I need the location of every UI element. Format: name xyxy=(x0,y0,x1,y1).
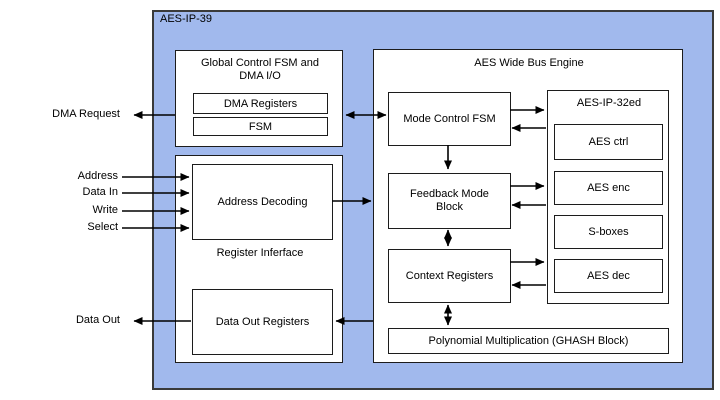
address-decoding-box: Address Decoding xyxy=(192,164,333,240)
data-out-registers-box: Data Out Registers xyxy=(192,289,333,355)
aes-ip-32ed-container: AES-IP-32ed AES ctrl AES enc S-boxes AES… xyxy=(547,90,669,304)
aes-ctrl-box: AES ctrl xyxy=(554,124,663,160)
register-interface-label: Register Inferface xyxy=(216,247,304,259)
data-out-label: Data Out xyxy=(75,314,120,326)
data-in-label: Data In xyxy=(82,186,118,198)
mode-control-fsm-box: Mode Control FSM xyxy=(388,92,511,146)
aes-wide-bus-engine-container: AES Wide Bus Engine Mode Control FSM Fee… xyxy=(373,49,683,363)
polynomial-multiplication-box: Polynomial Multiplication (GHASH Block) xyxy=(388,328,669,354)
aes-ip-39-label: AES-IP-39 xyxy=(160,13,212,25)
write-label: Write xyxy=(92,204,118,216)
dma-registers-box: DMA Registers xyxy=(193,93,328,114)
aes-enc-box: AES enc xyxy=(554,171,663,205)
context-registers-box: Context Registers xyxy=(388,249,511,303)
aes-wide-bus-engine-title: AES Wide Bus Engine xyxy=(474,57,584,69)
global-control-block: Global Control FSM and DMA I/O DMA Regis… xyxy=(175,50,343,147)
feedback-mode-block-box: Feedback Mode Block xyxy=(388,173,511,229)
dma-request-label: DMA Request xyxy=(52,108,120,120)
aes-dec-box: AES dec xyxy=(554,259,663,293)
address-label: Address xyxy=(77,170,118,182)
global-control-title: Global Control FSM and DMA I/O xyxy=(201,57,319,82)
s-boxes-box: S-boxes xyxy=(554,215,663,249)
aes-ip-32ed-title: AES-IP-32ed xyxy=(576,97,642,109)
select-label: Select xyxy=(87,221,118,233)
register-interface-container: Address Decoding Register Inferface Data… xyxy=(175,155,343,363)
fsm-box: FSM xyxy=(193,117,328,136)
